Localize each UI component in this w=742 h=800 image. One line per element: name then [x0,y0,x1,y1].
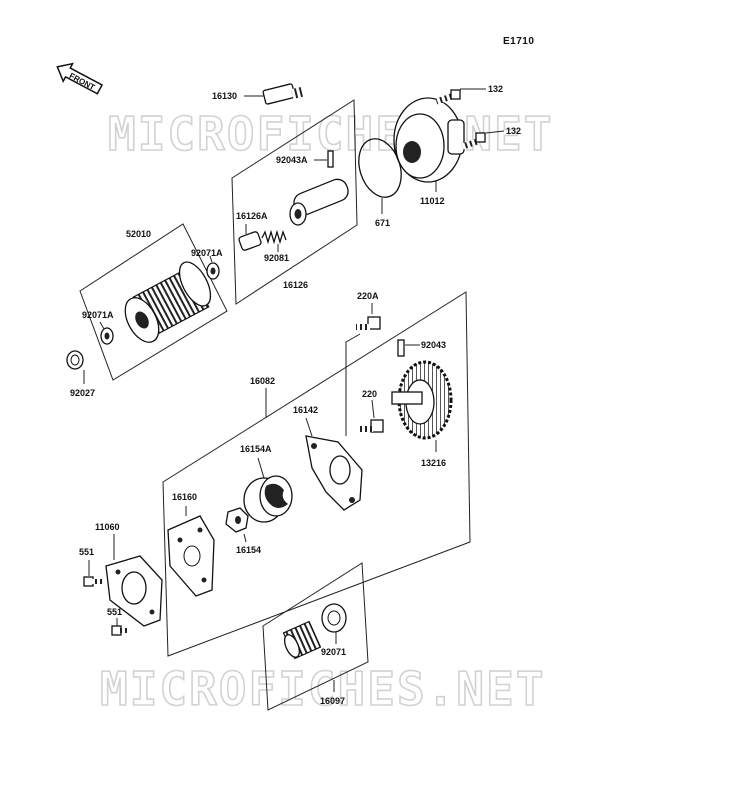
label-11012: 11012 [420,196,445,206]
label-551-lower: 551 [107,607,122,617]
gasket-16160-icon [167,515,215,597]
outer-rotor-16154A-icon [243,475,293,523]
pin-92043-icon [397,339,405,357]
plate-16142-icon [305,435,363,511]
label-92071: 92071 [321,647,346,657]
label-13216: 13216 [421,458,446,468]
relief-valve-16126-icon [289,178,349,226]
screw-551-upper-icon [83,576,102,587]
oil-filter-group-box [79,223,228,381]
bolt-132-lower-icon [461,132,486,150]
grommet-92071A-top-icon [206,262,220,280]
bolt-220-icon [359,419,384,433]
plug-16130-icon [262,83,304,105]
bolt-220A-icon [356,316,381,330]
label-16160: 16160 [172,492,197,502]
pin-92043A-icon [327,150,334,168]
relief-valve-group-box [231,99,358,305]
label-16126A: 16126A [236,211,268,221]
bushing-92027-icon [66,350,84,370]
oil-filter-52010-icon [124,261,212,343]
label-16082: 16082 [250,376,275,386]
diagram-code: E1710 [503,36,534,47]
piston-16126A-icon [238,231,262,251]
label-92071A-left: 92071A [82,310,114,320]
label-551-upper: 551 [79,547,94,557]
label-92043: 92043 [421,340,446,350]
label-16126: 16126 [283,280,308,290]
screw-551-lower-icon [111,625,130,636]
label-11060: 11060 [95,522,120,532]
gear-13216-icon [391,360,453,440]
label-671: 671 [375,218,390,228]
label-52010: 52010 [126,229,151,239]
label-16130: 16130 [212,91,237,101]
label-220: 220 [362,389,377,399]
label-16142: 16142 [293,405,318,415]
seal-92071-icon [321,603,347,633]
shaft-group-box [262,562,369,711]
label-132-lower: 132 [506,126,521,136]
label-92043A: 92043A [276,155,308,165]
label-16097: 16097 [320,696,345,706]
bolt-132-upper-icon [435,89,461,105]
front-arrow-icon: FRONT [56,62,104,95]
label-92071A-top: 92071A [191,248,223,258]
housing-11060-icon [105,555,163,627]
spring-92081-icon [261,229,287,245]
grommet-92071A-left-icon [100,327,114,345]
label-92027: 92027 [70,388,95,398]
label-16154A: 16154A [240,444,272,454]
cover-11012-icon [393,97,465,183]
label-16154: 16154 [236,545,261,555]
label-132-upper: 132 [488,84,503,94]
shaft-16097-icon [282,620,322,660]
inner-rotor-16154-icon [225,507,249,533]
oil-pump-group-box [162,291,471,657]
watermark-bottom: MICROFICHES.NET [100,662,545,716]
label-220A: 220A [357,291,379,301]
label-92081: 92081 [264,253,289,263]
